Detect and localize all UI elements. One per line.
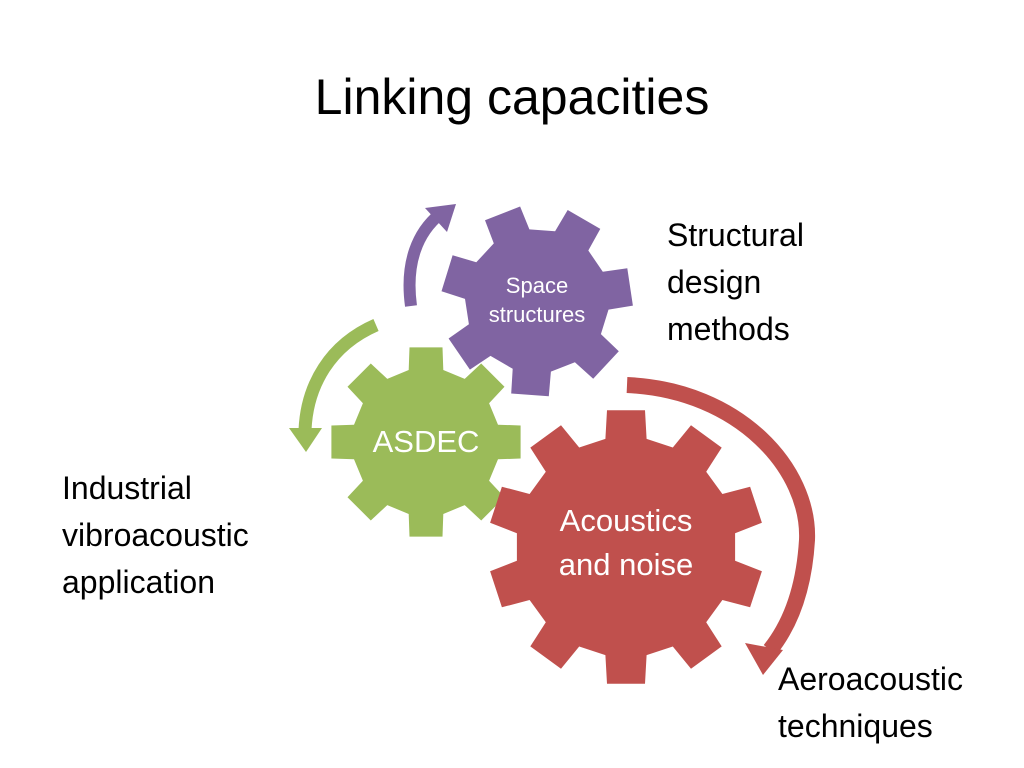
label-industrial-vibroacoustic-application: Industrial vibroacoustic application <box>62 470 249 600</box>
label-aeroacoustic-techniques: Aeroacoustic techniques <box>778 661 963 744</box>
gear-space-label-line2: structures <box>489 302 586 327</box>
red-curved-arrow <box>626 377 816 675</box>
gear-asdec <box>331 347 521 537</box>
gear-acoustics-label-line2: and noise <box>559 547 693 582</box>
label-structural-design-methods: Structural design methods <box>667 217 804 347</box>
gear-asdec-label: ASDEC <box>373 424 480 459</box>
green-curved-arrow <box>289 319 379 452</box>
gear-acoustics-label-line1: Acoustics <box>560 503 693 538</box>
purple-curved-arrow <box>403 204 456 307</box>
gear-space-label-line1: Space <box>506 273 568 298</box>
slide-title: Linking capacities <box>314 69 710 125</box>
gear-acoustics-and-noise <box>490 410 762 684</box>
gear-space-structures <box>441 206 633 397</box>
